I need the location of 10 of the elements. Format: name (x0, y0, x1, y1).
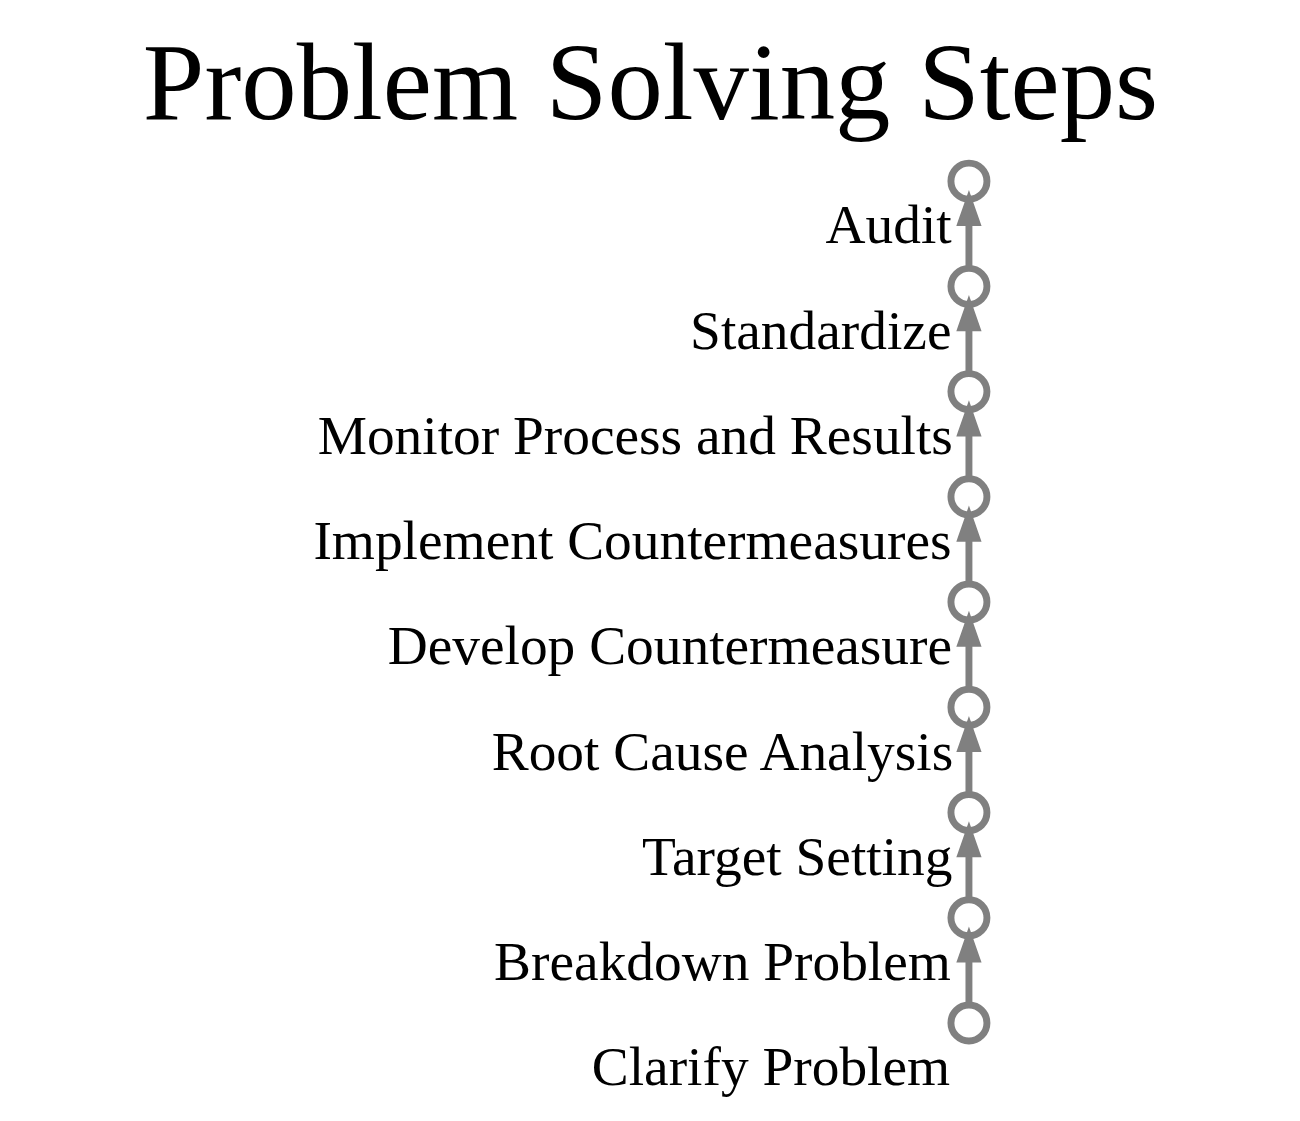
node-label: Monitor Process and Results (317, 404, 953, 466)
node-label: Root Cause Analysis (491, 720, 953, 782)
node-label: Audit (825, 194, 952, 256)
node-label: Clarify Problem (591, 1036, 950, 1098)
node-label: Develop Countermeasure (387, 615, 952, 677)
node-label: Target Setting (641, 825, 952, 887)
node-label: Standardize (689, 299, 951, 361)
node-label: Breakdown Problem (493, 931, 951, 993)
node-label: Implement Countermeasures (312, 510, 952, 572)
diagram-title: Problem Solving Steps (142, 19, 1158, 143)
